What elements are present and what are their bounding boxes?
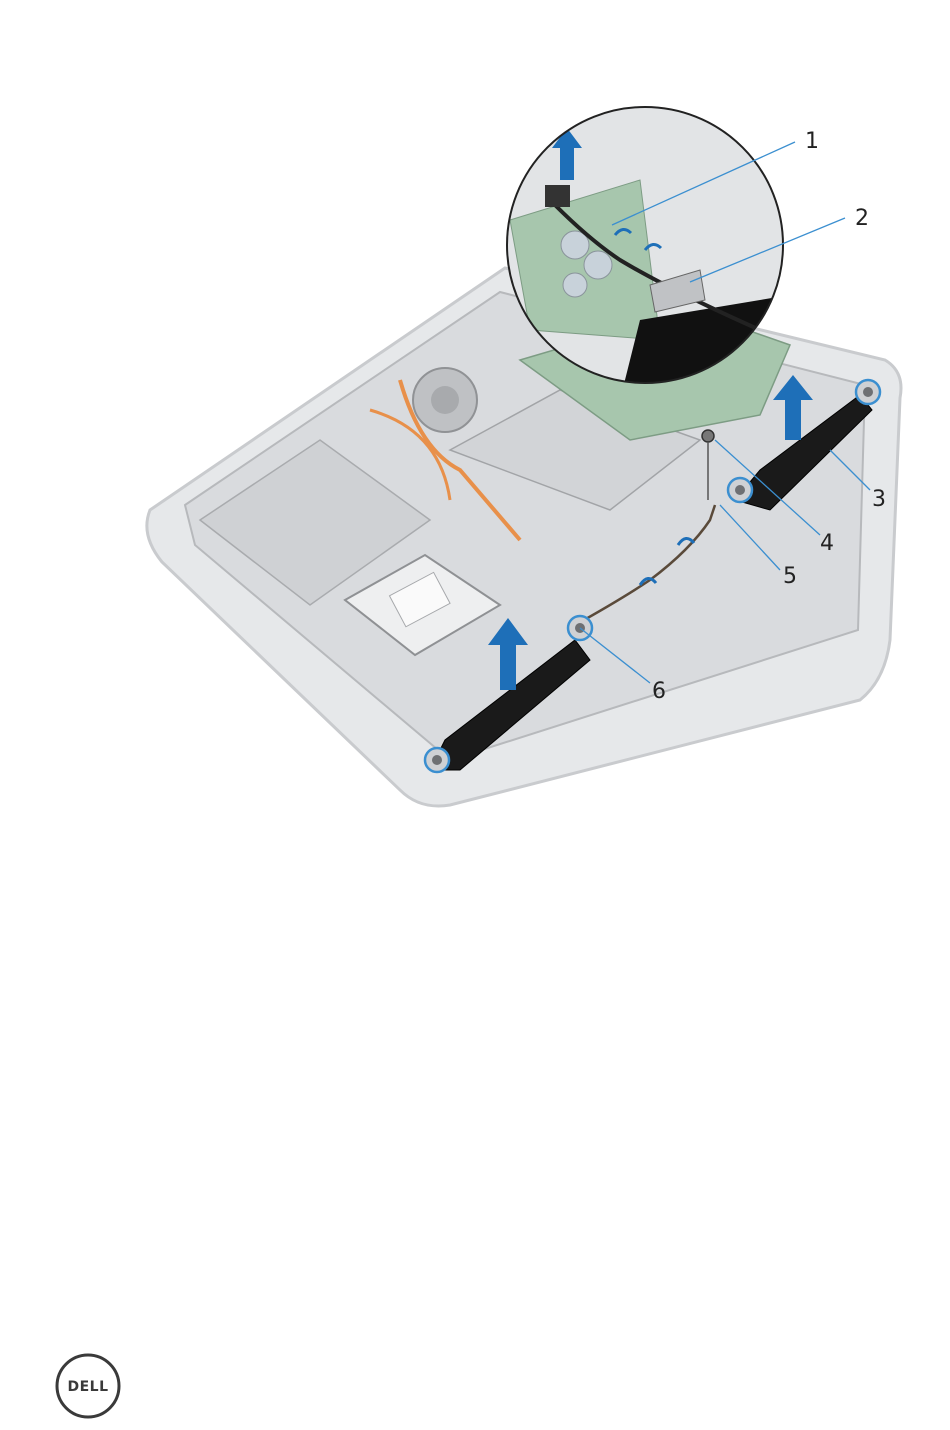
callout-number-6: 6 xyxy=(652,679,666,704)
callout-number-2: 2 xyxy=(855,206,869,231)
grommet-right-bottom xyxy=(728,478,752,502)
speaker-removal-illustration: 1 2 3 4 5 6 xyxy=(0,0,950,830)
callout-number-3: 3 xyxy=(872,487,886,512)
dell-logo-text: DELL xyxy=(67,1379,108,1395)
dell-logo-icon: DELL xyxy=(55,1353,121,1419)
callout-number-5: 5 xyxy=(783,564,797,589)
callout-number-4: 4 xyxy=(820,531,834,556)
callout-number-1: 1 xyxy=(805,129,819,154)
grommet-left-bottom xyxy=(425,748,449,772)
grommet-right-top xyxy=(856,380,880,404)
